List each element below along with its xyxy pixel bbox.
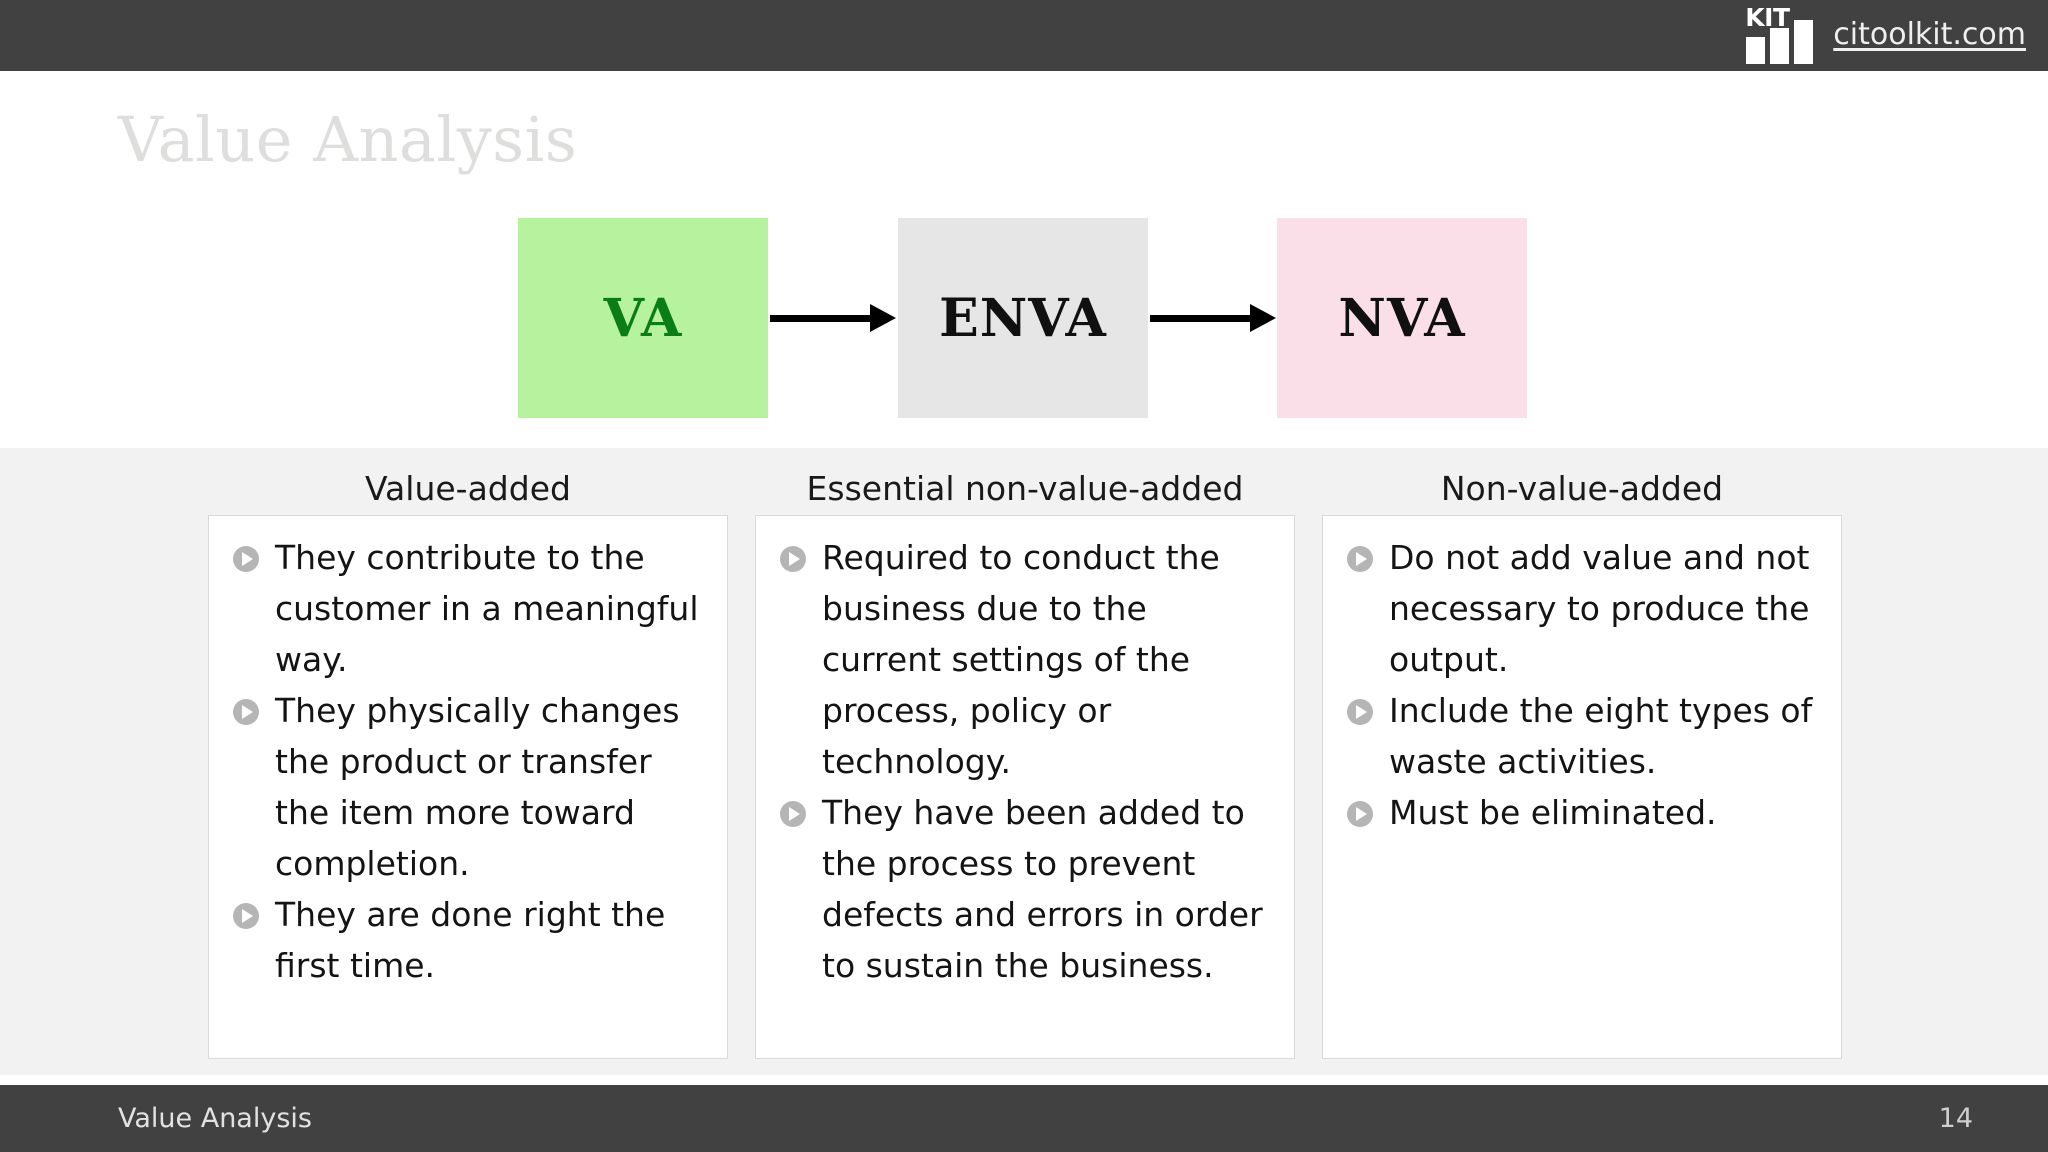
- list-item: Do not add value and not necessary to pr…: [1339, 532, 1823, 685]
- card-essential-non-value-added: Required to conduct the business due to …: [755, 515, 1295, 1059]
- arrow-shaft: [1150, 315, 1250, 322]
- kit-bar-3: [1794, 19, 1814, 64]
- play-bullet-icon: [780, 546, 806, 572]
- arrow-right-icon-1: [770, 304, 896, 332]
- footer-page-number: 14: [1938, 1103, 1973, 1134]
- list-item-text: They physically changes the product or t…: [275, 691, 680, 883]
- play-bullet-icon: [233, 903, 259, 929]
- play-bullet-icon: [233, 546, 259, 572]
- list-item-text: They have been added to the process to p…: [822, 793, 1263, 985]
- column-header-value-added: Value-added: [365, 469, 571, 508]
- kit-bar-1: [1746, 36, 1766, 64]
- list-item-text: They are done right the first time.: [275, 895, 666, 985]
- play-bullet-icon: [780, 801, 806, 827]
- flow-box-va[interactable]: VA: [518, 218, 768, 418]
- card-non-value-added: Do not add value and not necessary to pr…: [1322, 515, 1842, 1059]
- brand-url-link[interactable]: citoolkit.com: [1833, 16, 2026, 52]
- page-title: Value Analysis: [118, 103, 578, 176]
- arrow-head: [1250, 304, 1276, 332]
- column-header-non-value-added: Non-value-added: [1440, 469, 1724, 508]
- list-item-text: Include the eight types of waste activit…: [1389, 691, 1813, 781]
- footer-bar: Value Analysis 14: [0, 1085, 2048, 1152]
- list-item: They contribute to the customer in a mea…: [225, 532, 709, 685]
- play-bullet-icon: [1347, 699, 1373, 725]
- flow-box-nva[interactable]: NVA: [1277, 218, 1527, 418]
- play-bullet-icon: [233, 699, 259, 725]
- list-item: They physically changes the product or t…: [225, 685, 709, 889]
- bullet-list-value-added: They contribute to the customer in a mea…: [225, 532, 709, 991]
- top-bar: KIT citoolkit.com: [0, 0, 2048, 71]
- kit-bars: [1746, 19, 1818, 64]
- list-item-text: Must be eliminated.: [1389, 793, 1717, 832]
- kit-bar-chart-icon: KIT: [1743, 5, 1821, 67]
- arrow-shaft: [770, 315, 870, 322]
- kit-bar-2: [1770, 27, 1790, 64]
- list-item: They have been added to the process to p…: [772, 787, 1276, 991]
- arrow-right-icon-2: [1150, 304, 1276, 332]
- kit-wordmark: KIT: [1745, 2, 1790, 32]
- bullet-list-essential-non-value-added: Required to conduct the business due to …: [772, 532, 1276, 991]
- value-flow-diagram: VA ENVA NVA: [0, 218, 2048, 418]
- play-bullet-icon: [1347, 546, 1373, 572]
- list-item-text: They contribute to the customer in a mea…: [275, 538, 699, 679]
- list-item: Include the eight types of waste activit…: [1339, 685, 1823, 787]
- bullet-list-non-value-added: Do not add value and not necessary to pr…: [1339, 532, 1823, 838]
- list-item-text: Required to conduct the business due to …: [822, 538, 1220, 781]
- brand-logo[interactable]: KIT citoolkit.com: [1743, 0, 2026, 71]
- list-item: They are done right the first time.: [225, 889, 709, 991]
- list-item: Must be eliminated.: [1339, 787, 1823, 838]
- flow-box-enva[interactable]: ENVA: [898, 218, 1148, 418]
- column-header-essential-non-value-added: Essential non-value-added: [806, 469, 1244, 508]
- footer-slide-label: Value Analysis: [118, 1103, 312, 1134]
- list-item: Required to conduct the business due to …: [772, 532, 1276, 787]
- play-bullet-icon: [1347, 801, 1373, 827]
- list-item-text: Do not add value and not necessary to pr…: [1389, 538, 1810, 679]
- arrow-head: [870, 304, 896, 332]
- card-value-added: They contribute to the customer in a mea…: [208, 515, 728, 1059]
